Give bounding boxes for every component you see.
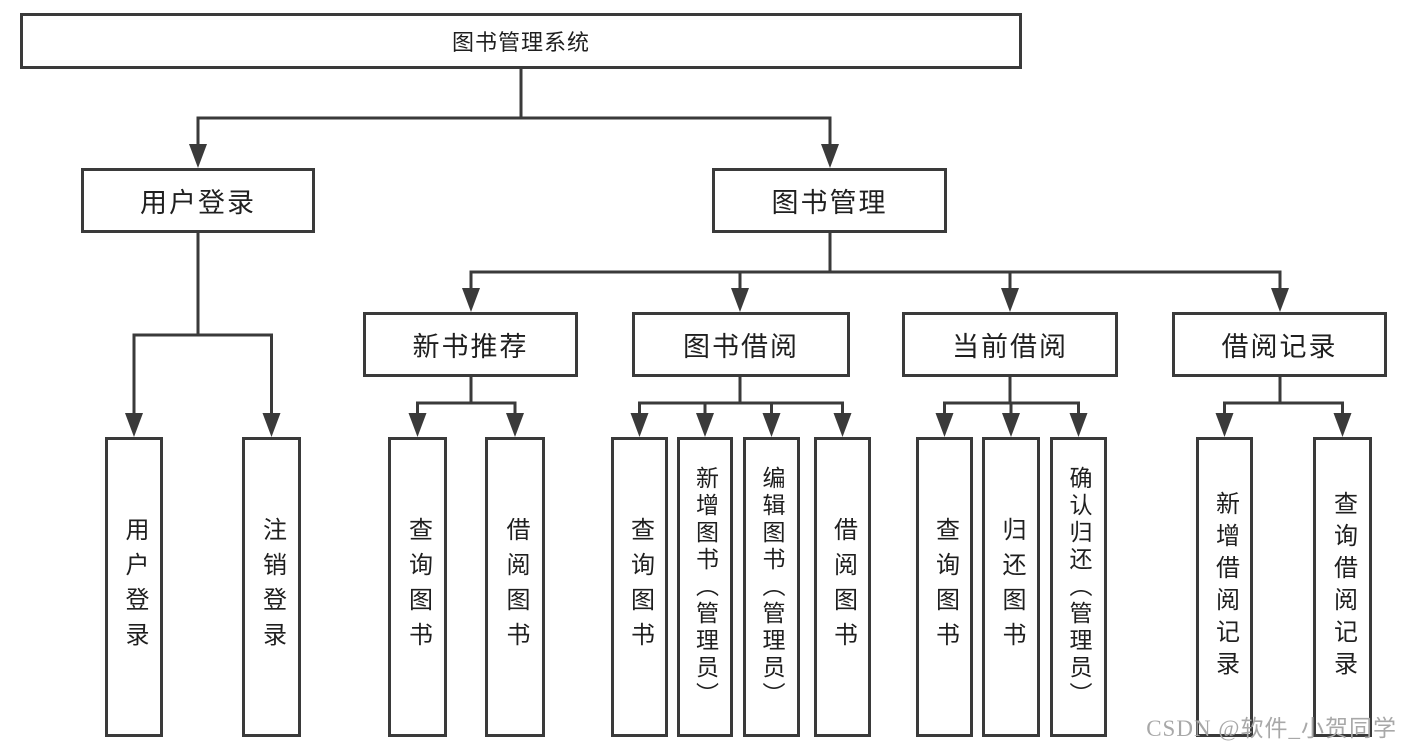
node-label: 查询图书 xyxy=(404,517,431,657)
node-label: 编辑图书（管理员） xyxy=(759,465,784,709)
node-label: 图书管理系统 xyxy=(451,30,590,55)
node-label: 图书借阅 xyxy=(683,332,799,362)
node-label: 借阅记录 xyxy=(1221,332,1338,362)
connector-book-borrow-children xyxy=(630,377,852,437)
node-label: 当前借阅 xyxy=(952,332,1068,362)
leaf-logout: 注销登录 xyxy=(242,437,301,737)
node-label: 确认归还（管理员） xyxy=(1066,465,1091,709)
leaf-user-login: 用户登录 xyxy=(105,437,163,737)
node-label: 借阅图书 xyxy=(502,517,528,657)
node-label: 新增图书（管理员） xyxy=(692,465,718,709)
node-label: 注销登录 xyxy=(258,517,285,657)
leaf-add-book-admin: 新增图书（管理员） xyxy=(677,437,733,737)
watermark-text: CSDN @软件_小贺同学 xyxy=(1146,716,1397,741)
node-label: 查询图书 xyxy=(931,517,958,657)
node-user-login: 用户登录 xyxy=(81,168,315,233)
connector-user-login-children xyxy=(125,233,281,437)
node-book-borrow: 图书借阅 xyxy=(632,312,850,377)
leaf-query-book-borrow: 查询图书 xyxy=(611,437,668,737)
connector-book-management-to-level3 xyxy=(462,233,1289,312)
node-label: 查询图书 xyxy=(626,517,653,657)
leaf-return-book: 归还图书 xyxy=(982,437,1040,737)
node-label: 图书管理 xyxy=(771,188,888,218)
node-new-book-recommend: 新书推荐 xyxy=(363,312,578,377)
node-label: 新增借阅记录 xyxy=(1211,491,1238,683)
node-label: 查询借阅记录 xyxy=(1329,491,1356,683)
leaf-query-book-recommend: 查询图书 xyxy=(388,437,447,737)
leaf-confirm-return-admin: 确认归还（管理员） xyxy=(1050,437,1107,737)
leaf-borrow-book: 借阅图书 xyxy=(814,437,871,737)
node-label: 借阅图书 xyxy=(829,517,856,657)
connector-borrow-record-children xyxy=(1215,377,1352,437)
node-label: 用户登录 xyxy=(140,188,256,218)
node-library-management-system: 图书管理系统 xyxy=(20,13,1022,69)
node-label: 用户登录 xyxy=(121,517,147,657)
connector-root-to-level2 xyxy=(189,68,839,168)
node-book-management: 图书管理 xyxy=(712,168,947,233)
node-borrow-records: 借阅记录 xyxy=(1172,312,1387,377)
connector-new-book-children xyxy=(408,377,524,437)
leaf-add-borrow-record: 新增借阅记录 xyxy=(1196,437,1253,737)
leaf-borrow-book-recommend: 借阅图书 xyxy=(485,437,545,737)
leaf-edit-book-admin: 编辑图书（管理员） xyxy=(743,437,800,737)
node-label: 归还图书 xyxy=(998,517,1024,657)
node-current-borrow: 当前借阅 xyxy=(902,312,1118,377)
leaf-query-book-current: 查询图书 xyxy=(916,437,973,737)
leaf-query-borrow-record: 查询借阅记录 xyxy=(1313,437,1372,737)
node-label: 新书推荐 xyxy=(412,332,529,362)
connector-current-borrow-children xyxy=(935,377,1088,437)
